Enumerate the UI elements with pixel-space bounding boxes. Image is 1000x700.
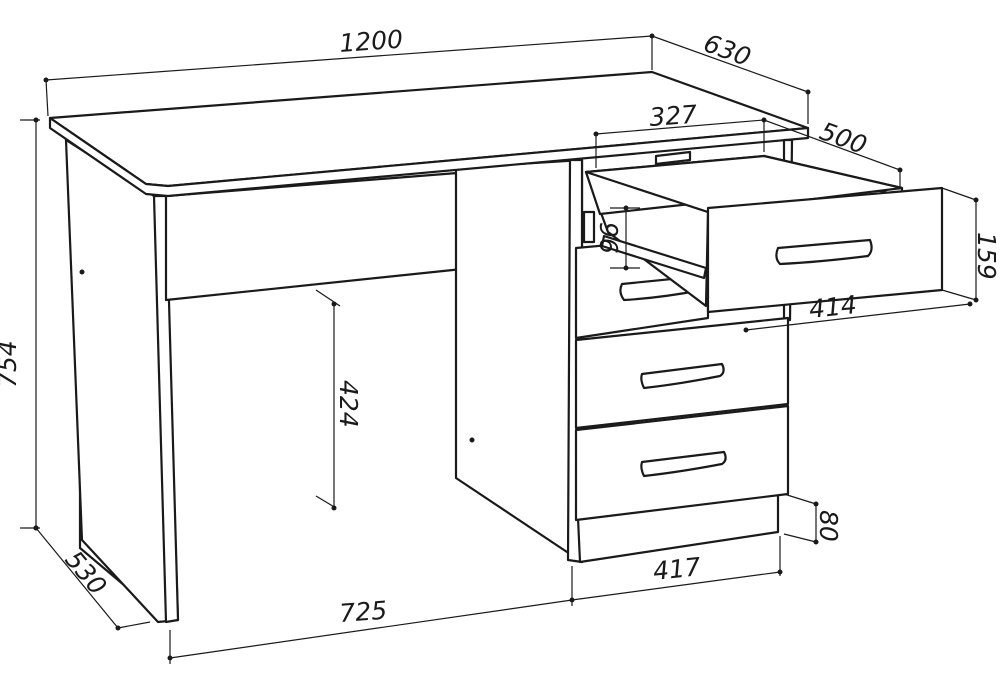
label-depth-total: 630: [700, 28, 755, 72]
label-knee-clearance: 424: [334, 380, 363, 428]
pedestal-body: [454, 158, 584, 564]
drawer-2-handle[interactable]: [640, 362, 725, 390]
drawer-slide-rail: [600, 234, 708, 280]
label-drawer-depth: 500: [816, 116, 871, 160]
open-drawer-top-edge[interactable]: [584, 154, 904, 214]
table-top-front-edge: [48, 116, 810, 198]
drawer-2[interactable]: [574, 316, 790, 430]
dim-drawer-front-height: 159: [941, 187, 1000, 303]
label-drawer-inner-width: 327: [648, 100, 698, 132]
label-drawer-inner-height: 96: [594, 222, 623, 254]
drawer-3-front[interactable]: [574, 404, 790, 522]
drawer-slide-top: [654, 150, 692, 166]
label-height-total: 754: [0, 340, 22, 388]
dim-drawer-front-width: 414: [743, 290, 973, 333]
label-pedestal-width: 417: [652, 552, 703, 586]
open-drawer-handle[interactable]: [775, 238, 873, 266]
dim-plinth-height: 80: [783, 493, 843, 545]
drawer-2-front[interactable]: [574, 316, 790, 430]
label-drawer-front-height: 159: [972, 232, 1000, 280]
left-panel-screw: [79, 269, 85, 275]
dim-pedestal-width: 417: [571, 536, 783, 601]
label-drawer-front-width: 414: [808, 290, 858, 324]
label-leg-span: 725: [338, 596, 388, 628]
dim-width-total: 1200: [43, 25, 655, 117]
open-drawer[interactable]: [582, 150, 944, 314]
dim-leg-span: 725: [167, 566, 575, 664]
label-width-total: 1200: [338, 25, 403, 58]
drawer-3-handle[interactable]: [640, 450, 727, 478]
dim-drawer-depth: 500: [763, 116, 903, 188]
dim-knee-clearance: 424: [315, 289, 363, 511]
pedestal-screw: [469, 437, 475, 443]
dim-drawer-inner-height: 96: [594, 205, 640, 271]
label-plinth-height: 80: [814, 510, 843, 542]
drawer-stop: [582, 210, 596, 244]
dim-height-total: 754: [0, 117, 40, 531]
dim-drawer-inner-width: 327: [593, 100, 767, 168]
drawer-3[interactable]: [574, 404, 790, 522]
desk: [48, 70, 944, 624]
